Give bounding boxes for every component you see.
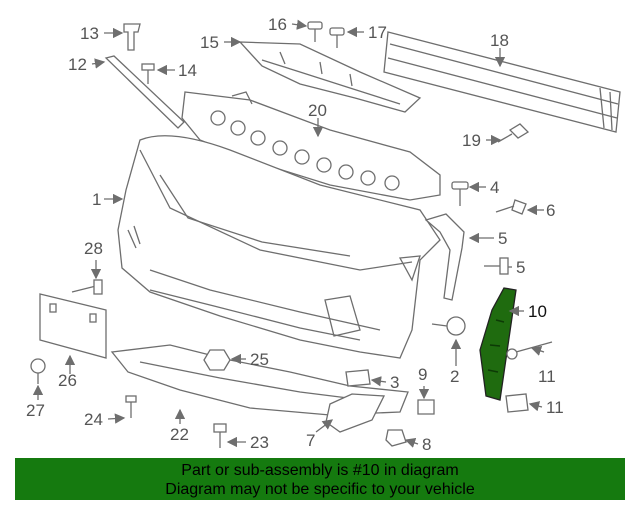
- part-4-bracket[interactable]: [424, 213, 465, 301]
- part-20-bolt: [497, 123, 530, 143]
- callout-12: 11: [546, 398, 564, 417]
- part-8-bolt: [385, 429, 407, 447]
- part-18-screw: [329, 27, 345, 48]
- callout-17: 16: [268, 15, 287, 34]
- part-27-screw: [30, 358, 46, 384]
- part-11-rivet: [506, 341, 553, 360]
- callout-3: 3: [390, 373, 399, 392]
- part-6-bolt: [495, 199, 527, 215]
- part-26-license-bracket[interactable]: [39, 293, 107, 359]
- part-12-clip: [505, 393, 529, 413]
- part-14-clip: [123, 23, 141, 51]
- callout-13: 12: [68, 55, 87, 74]
- callout-5-lower: 5: [516, 258, 525, 277]
- info-banner: Part or sub-assembly is #10 in diagram D…: [15, 458, 625, 500]
- part-25-nut: [203, 349, 231, 371]
- callout-25: 25: [250, 350, 269, 369]
- callout-labels: 13 12 14 15 16 17 18 19 20 1 4 6 5 5 10 …: [26, 15, 564, 454]
- part-10-highlighted[interactable]: [479, 287, 517, 401]
- part-28-stud: [71, 279, 103, 295]
- callout-4: 5: [498, 229, 507, 248]
- callout-11: 11: [538, 367, 556, 386]
- part-1-bumper-cover[interactable]: [117, 135, 441, 359]
- callout-19: 18: [490, 31, 509, 50]
- callout-16: 15: [200, 33, 219, 52]
- callout-18: 17: [368, 23, 387, 42]
- part-23-screw: [213, 423, 227, 448]
- callout-10-highlighted: 10: [528, 302, 547, 321]
- banner-line-2: Diagram may not be specific to your vehi…: [165, 481, 475, 498]
- part-5-screw-a: [451, 181, 469, 206]
- part-13-molding[interactable]: [104, 55, 185, 129]
- part-5-screw-b: [484, 257, 509, 275]
- callout-5-upper: 4: [490, 178, 499, 197]
- part-9-clip: [417, 399, 435, 415]
- callout-23: 23: [250, 433, 269, 452]
- callout-1: 1: [92, 190, 101, 209]
- callout-6: 6: [546, 201, 555, 220]
- callout-22: 22: [170, 425, 189, 444]
- parts-diagram: 13 12 14 15 16 17 18 19 20 1 4 6 5 5 10 …: [26, 15, 621, 454]
- callout-8: 8: [422, 435, 431, 454]
- callout-20: 19: [462, 131, 481, 150]
- part-17-screw: [307, 21, 323, 42]
- part-24-screw: [125, 395, 137, 418]
- part-15-screw: [141, 63, 155, 84]
- banner-line-1: Part or sub-assembly is #10 in diagram: [181, 462, 459, 479]
- callout-15: 14: [178, 61, 197, 80]
- part-21-energy-absorber[interactable]: [181, 91, 441, 201]
- callout-28: 28: [84, 239, 103, 258]
- leader-lines: [32, 19, 545, 448]
- callout-9: 9: [418, 365, 427, 384]
- callout-24: 24: [84, 410, 103, 429]
- part-16-upper-bracket[interactable]: [238, 41, 422, 113]
- part-3-clip: [345, 369, 371, 387]
- callout-2: 2: [450, 367, 459, 386]
- callout-27: 27: [26, 401, 45, 420]
- callout-26: 26: [58, 371, 77, 390]
- part-2-pushpin: [431, 316, 466, 336]
- callout-14: 13: [80, 24, 99, 43]
- part-19-impact-bar[interactable]: [383, 31, 621, 133]
- callout-21: 20: [308, 101, 327, 120]
- callout-7: 7: [306, 431, 315, 450]
